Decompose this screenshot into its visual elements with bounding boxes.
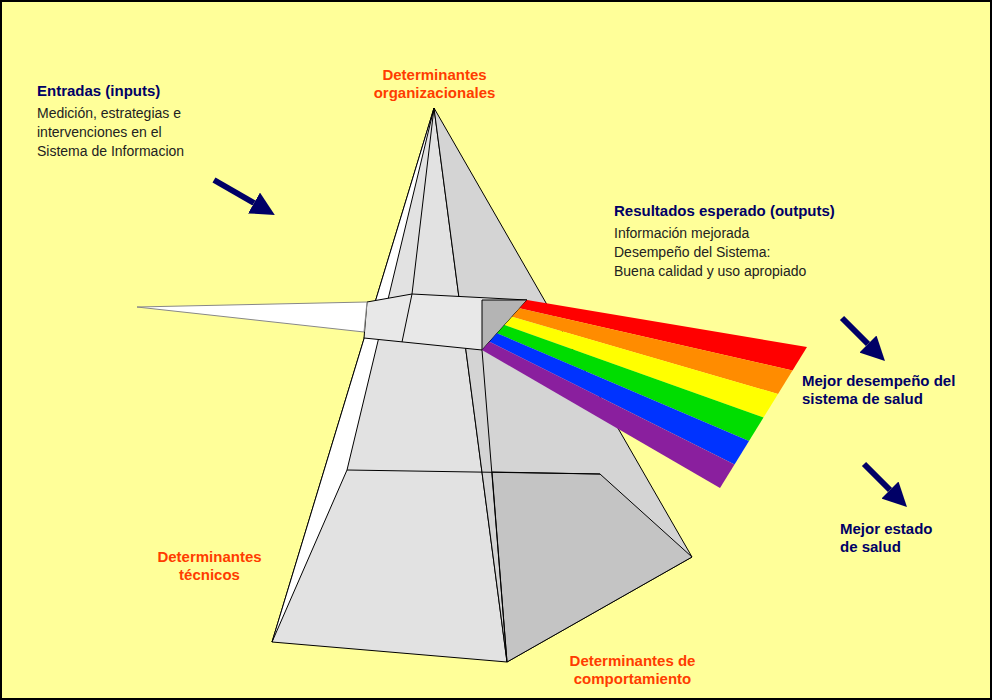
output-text: Buena calidad y uso apropiado	[614, 262, 806, 281]
determinant-label: Determinantes técnicos	[142, 548, 277, 584]
output-text: Información mejorada	[614, 224, 749, 243]
spectrum	[482, 300, 807, 488]
outcome-label: Mejor estado de salud	[840, 520, 935, 556]
light-beam	[137, 302, 367, 332]
determinant-label: Determinantes de comportamiento	[565, 652, 700, 688]
input-heading: Entradas (inputs)	[37, 82, 160, 100]
flow-arrows	[214, 180, 890, 490]
input-text: Medición, estrategias e intervenciones e…	[37, 104, 205, 161]
output-text: Desempeño del Sistema:	[614, 243, 770, 262]
determinant-label: Determinantes organizacionales	[367, 66, 502, 102]
outcome-arrow	[864, 464, 890, 490]
output-heading: Resultados esperado (outputs)	[614, 202, 835, 220]
output-arrow	[842, 318, 868, 344]
outcome-label: Mejor desempeño del sistema de salud	[802, 372, 977, 408]
input-arrow	[214, 180, 254, 203]
